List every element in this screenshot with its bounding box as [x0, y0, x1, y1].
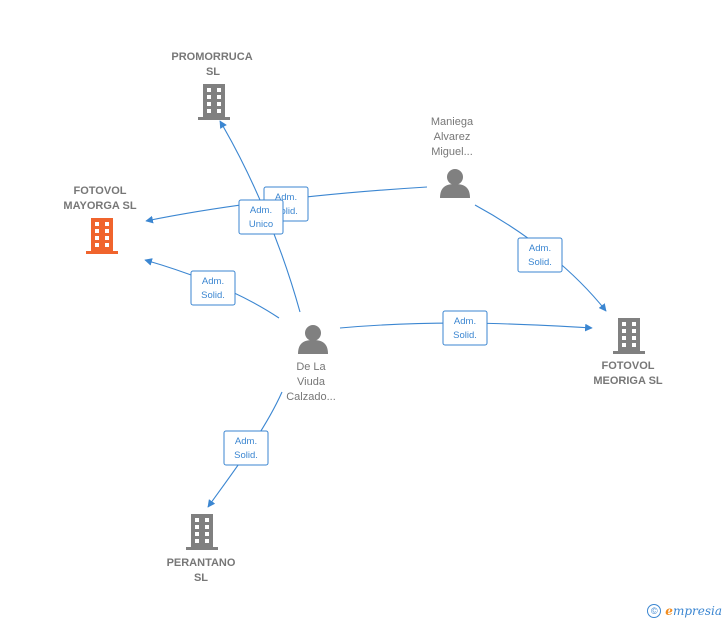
node-label-line: PERANTANO [167, 557, 236, 569]
brand-logo[interactable]: empresia [665, 604, 722, 618]
edge-label-line2: Solid. [528, 257, 552, 268]
copyright-icon: © [647, 604, 662, 618]
node-perantano[interactable]: PERANTANO SL [167, 514, 236, 584]
edge-label-line2: Solid. [201, 290, 225, 301]
person-icon [298, 325, 328, 354]
edges-layer [144, 120, 607, 508]
edge-label-de-la-viuda-promorruca: Adm. Unico [238, 199, 284, 235]
node-promorruca[interactable]: PROMORRUCA SL [171, 51, 253, 120]
node-de-la-viuda-calzado[interactable]: De La Viuda Calzado... [286, 325, 336, 403]
edge-label-line1: Adm. [529, 243, 551, 254]
edge-label-line1: Adm. [454, 316, 476, 327]
edge-label-line1: Adm. [235, 436, 257, 447]
edge-label-de-la-viuda-fotovol-mayorga: Adm. Solid. [190, 270, 236, 306]
edge-label-line2: Solid. [234, 450, 258, 461]
edge-label-line2: Solid. [274, 206, 298, 217]
building-icon [613, 318, 645, 354]
footer-brand: © empresia [647, 604, 722, 618]
node-fotovol-meoriga[interactable]: FOTOVOL MEORIGA SL [593, 318, 663, 387]
edge-label-line1: Adm. [275, 192, 297, 203]
building-icon [198, 84, 230, 120]
edge-label-line2: Solid. [453, 330, 477, 341]
node-label-line: MAYORGA SL [63, 200, 136, 212]
node-label-line: SL [194, 572, 208, 584]
node-label-line: Alvarez [434, 131, 471, 143]
node-label-line: Miguel... [431, 146, 473, 158]
node-label-line: FOTOVOL [602, 360, 655, 372]
node-label-line: Calzado... [286, 391, 336, 403]
edge-label-de-la-viuda-fotovol-meoriga: Adm. Solid. [442, 310, 488, 346]
edge-label-line2: Unico [249, 219, 273, 230]
edge-label-line1: Adm. [202, 276, 224, 287]
building-icon [186, 514, 218, 550]
person-icon [440, 169, 470, 198]
edge-label-de-la-viuda-perantano: Adm. Solid. [223, 430, 269, 466]
node-fotovol-mayorga[interactable]: FOTOVOL MAYORGA SL [63, 185, 137, 254]
node-label-line: Viuda [297, 376, 326, 388]
brand-name: mpresia [672, 604, 722, 618]
node-label-line: PROMORRUCA [171, 51, 252, 63]
node-label-line: MEORIGA SL [593, 375, 663, 387]
edge-label-maniega-fotovol-meoriga: Adm. Solid. [517, 237, 563, 273]
node-label-line: Maniega [431, 116, 474, 128]
node-label-line: FOTOVOL [74, 185, 127, 197]
building-icon [86, 218, 118, 254]
node-maniega-alvarez-miguel[interactable]: Maniega Alvarez Miguel... [431, 116, 474, 198]
node-label-line: De La [296, 361, 326, 373]
brand-initial: e [665, 604, 673, 618]
node-label-line: SL [206, 66, 220, 78]
edge-label-line1: Adm. [250, 205, 272, 216]
